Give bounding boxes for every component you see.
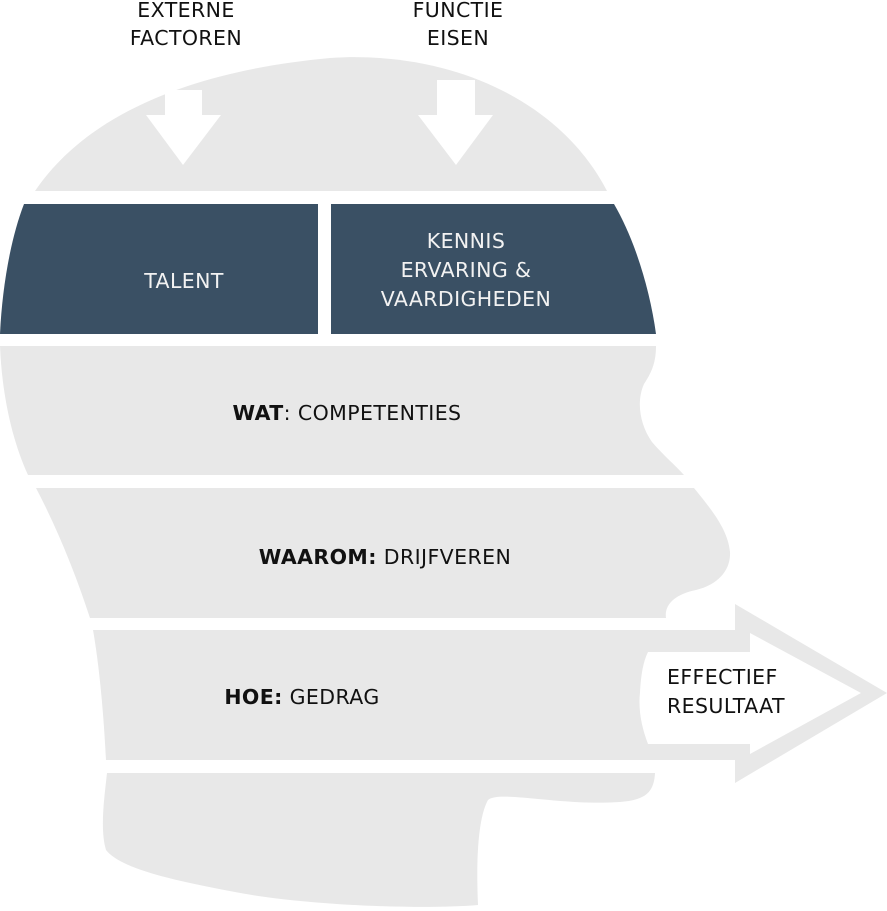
wat-label: WAT: COMPETENTIES (233, 401, 462, 425)
talent-block (0, 204, 318, 334)
waarom-band (36, 488, 731, 618)
output-label-line2: RESULTAAT (667, 694, 785, 718)
waarom-label: WAAROM: DRIJFVEREN (259, 545, 511, 569)
output-label-line1: EFFECTIEF (667, 665, 778, 689)
hoe-value: GEDRAG (283, 685, 380, 709)
wat-band (0, 346, 684, 475)
external-factors-label-line1: EXTERNE (137, 0, 234, 22)
talent-label: TALENT (143, 269, 224, 293)
knowledge-block (331, 204, 656, 334)
external-factors-arrow-icon (146, 90, 221, 165)
head-silhouette (0, 57, 735, 907)
hoe-key: HOE: (224, 685, 282, 709)
function-requirements-label-line1: FUNCTIE (413, 0, 504, 22)
wat-value: : COMPETENTIES (284, 401, 462, 425)
knowledge-label-line2: ERVARING & (401, 258, 532, 282)
external-factors-label-line2: FACTOREN (130, 26, 242, 50)
function-requirements-arrow-icon (418, 80, 493, 165)
head-crown (35, 57, 607, 192)
hoe-label: HOE: GEDRAG (224, 685, 379, 709)
waarom-value: DRIJFVEREN (377, 545, 511, 569)
knowledge-label-line1: KENNIS (427, 229, 506, 253)
wat-key: WAT (233, 401, 284, 425)
head-chin (102, 773, 656, 907)
output-arrow-inner (639, 633, 861, 754)
knowledge-label-line3: VAARDIGHEDEN (381, 287, 552, 311)
waarom-key: WAAROM: (259, 545, 377, 569)
function-requirements-label-line2: EISEN (427, 26, 489, 50)
